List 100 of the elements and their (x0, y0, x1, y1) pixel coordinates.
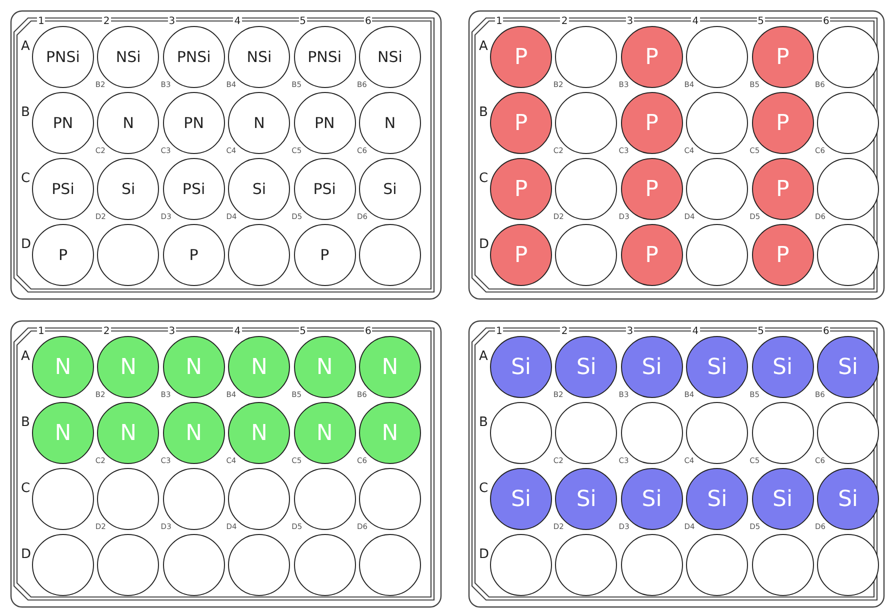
well-label: PNSi (308, 48, 342, 66)
well-label: NSi (378, 48, 402, 66)
column-number: 2 (560, 327, 569, 337)
row-letter: A (20, 350, 31, 363)
column-number: 5 (298, 17, 307, 27)
column-number: 4 (233, 17, 242, 27)
column-number: 1 (495, 327, 504, 337)
well-label: N (384, 114, 396, 132)
well-label: N (254, 114, 265, 132)
well-label: N (54, 420, 72, 446)
row-letter: D (20, 548, 32, 561)
well-label: PNSi (176, 48, 211, 66)
well-label: P (514, 110, 528, 136)
well-label: PSi (313, 180, 336, 198)
row-letter: C (20, 482, 32, 495)
well-plate (468, 10, 885, 300)
column-number: 2 (102, 327, 111, 337)
column-number: 1 (495, 17, 504, 27)
column-number: 4 (691, 17, 700, 27)
well-label: P (645, 44, 658, 70)
row-letter: C (478, 482, 490, 495)
column-number: 5 (298, 327, 307, 337)
well-label: Si (252, 180, 266, 198)
well-label: Si (642, 486, 662, 512)
row-letter: B (478, 106, 489, 119)
well-label: PN (184, 114, 204, 132)
well-label: N (250, 420, 268, 446)
well-label: Si (772, 354, 793, 380)
well-label: Si (642, 354, 662, 380)
well-label: Si (576, 354, 596, 380)
well-label: P (776, 176, 790, 202)
well-label: Si (122, 180, 136, 198)
well-label: N (120, 420, 137, 446)
well-label: P (776, 110, 790, 136)
column-number: 3 (626, 327, 634, 337)
well-label: PSi (52, 180, 74, 198)
row-letter: A (478, 40, 489, 53)
well-label: N (54, 354, 72, 380)
well-label: Si (838, 354, 858, 380)
column-number: 6 (822, 17, 830, 27)
row-letter: A (478, 350, 489, 363)
well-label: Si (383, 180, 397, 198)
column-number: 3 (626, 17, 634, 27)
well-label: N (250, 354, 268, 380)
column-number: 4 (233, 327, 242, 337)
column-number: 6 (822, 327, 830, 337)
column-number: 3 (168, 17, 176, 27)
row-letter: B (20, 416, 31, 429)
row-letter: B (20, 106, 31, 119)
well-label: Si (510, 486, 532, 512)
well-label: P (58, 246, 68, 264)
column-number: 5 (756, 17, 765, 27)
column-number: 5 (756, 327, 765, 337)
well-label: P (645, 176, 658, 202)
well-plate (468, 320, 885, 608)
well-label: PN (314, 114, 335, 132)
well-label: N (316, 354, 333, 380)
well-label: PN (52, 114, 74, 132)
well-label: Si (772, 486, 793, 512)
row-letter: C (20, 172, 32, 185)
well-label: N (382, 354, 398, 380)
well-label: P (514, 44, 528, 70)
well-label: Si (510, 354, 532, 380)
well-label: P (189, 246, 198, 264)
well-plate (10, 320, 442, 608)
well-label: P (514, 176, 528, 202)
well-label: PNSi (46, 48, 80, 66)
column-number: 4 (691, 327, 700, 337)
well-label: P (776, 242, 790, 268)
column-number: 1 (37, 327, 46, 337)
row-letter: D (478, 238, 490, 251)
well-label: N (186, 420, 202, 446)
well-label: N (120, 354, 137, 380)
row-letter: C (478, 172, 490, 185)
column-number: 2 (560, 17, 569, 27)
well-label: N (186, 354, 202, 380)
well-label: Si (838, 486, 858, 512)
column-number: 6 (364, 327, 372, 337)
well-label: N (122, 114, 134, 132)
well-label: PSi (182, 180, 206, 198)
well-label: Si (707, 354, 728, 380)
row-letter: D (20, 238, 32, 251)
well-label: P (320, 246, 330, 264)
row-letter: B (478, 416, 489, 429)
well-label: N (382, 420, 398, 446)
column-number: 1 (37, 17, 46, 27)
column-number: 6 (364, 17, 372, 27)
well-label: P (645, 110, 658, 136)
column-number: 2 (102, 17, 111, 27)
row-letter: A (20, 40, 31, 53)
column-number: 3 (168, 327, 176, 337)
well-plate (10, 10, 442, 300)
well-label: P (514, 242, 528, 268)
well-label: Si (576, 486, 596, 512)
well-label: P (776, 44, 790, 70)
well-label: NSi (246, 48, 272, 66)
row-letter: D (478, 548, 490, 561)
well-label: P (645, 242, 658, 268)
well-label: Si (707, 486, 728, 512)
well-label: NSi (116, 48, 141, 66)
